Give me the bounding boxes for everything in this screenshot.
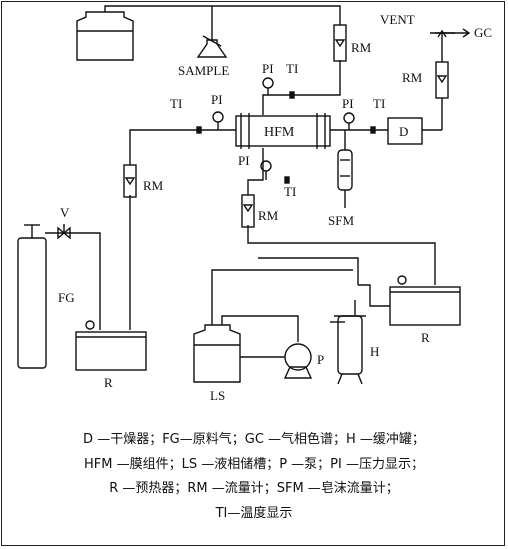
label-r: R (421, 330, 430, 345)
label-pi: PI (262, 61, 274, 76)
label-gc: GC (474, 25, 492, 40)
label-v: V (60, 205, 70, 220)
pi-gauge-icon (212, 111, 224, 123)
sfm-meter (337, 149, 353, 191)
heater-gauge-icon (397, 275, 407, 285)
sfm-bulb (337, 149, 353, 191)
pipe (104, 5, 341, 25)
label-p: P (317, 352, 324, 367)
rotameter-float (334, 39, 346, 48)
dryer-box (387, 117, 423, 145)
rotameter-left (123, 164, 137, 198)
heater-pipe (358, 284, 390, 307)
label-rm: RM (143, 178, 164, 193)
temperature-sensors (196, 91, 376, 184)
rotameter-float (436, 75, 448, 84)
piping (45, 5, 455, 342)
label-vent: VENT (380, 12, 415, 27)
legend-line: HFM —膜组件；LS —液相储槽；P —泵；PI —压力显示； (83, 456, 424, 472)
sample-flask (196, 35, 228, 58)
reservoir-body (76, 11, 134, 61)
label-ti: TI (373, 96, 385, 111)
legend-line: D —干燥器；FG—原料气；GC —气相色谱；H —缓冲罐； (83, 432, 425, 447)
rotameter-float (124, 177, 136, 186)
label-sfm: SFM (328, 213, 354, 228)
label-ti: TI (170, 96, 182, 111)
label-ls: LS (210, 388, 225, 403)
arrow-head-right (462, 28, 471, 38)
buffer-tank (334, 315, 366, 385)
ti-sensor-icon (289, 91, 295, 99)
rotameter-tube (123, 164, 137, 198)
pi-gauge-icon (262, 77, 274, 89)
rotameter-tube (435, 61, 449, 99)
top-reservoir (76, 11, 134, 61)
pipe (247, 148, 264, 195)
label-ti: TI (286, 61, 298, 76)
label-pi: PI (238, 153, 250, 168)
label-rm: RM (351, 40, 372, 55)
heater-body (75, 331, 147, 371)
pipe (129, 129, 236, 165)
legend-line: R —预热器；RM —流量计；SFM —皂沫流量计； (109, 481, 399, 496)
label-sample: SAMPLE (178, 63, 229, 78)
flask-shape (196, 39, 228, 58)
label-r: R (104, 375, 113, 390)
pump-icon (284, 343, 312, 371)
rotameter-tube (333, 24, 347, 62)
valve-icon (57, 226, 71, 240)
fg-cylinder (17, 224, 47, 369)
tank-body (193, 324, 241, 383)
label-d: D (399, 124, 408, 139)
heater-body (389, 286, 461, 326)
label-rm: RM (258, 208, 279, 223)
hfm-module (235, 113, 331, 149)
buffer-body (337, 315, 363, 375)
ls-tank (193, 324, 241, 383)
label-rm: RM (402, 70, 423, 85)
heater-right (358, 275, 461, 326)
diagram-labels: SAMPLE RM PI TI VENT GC RM TI PI PI TI H… (58, 12, 492, 403)
pipe (247, 225, 436, 285)
rotameter-float (242, 204, 254, 213)
pi-gauge-icon (343, 112, 355, 124)
label-h: H (370, 344, 379, 359)
ti-sensor-icon (196, 126, 202, 134)
rotameter-top (333, 24, 347, 62)
rotameter-right (435, 61, 449, 99)
ti-sensor-icon (370, 126, 376, 134)
pressure-gauges (212, 77, 355, 180)
valve-v (57, 224, 71, 240)
legend: D —干燥器；FG—原料气；GC —气相色谱；H —缓冲罐； HFM —膜组件；… (14, 428, 494, 526)
flask-neck-cross (202, 35, 222, 47)
label-fg: FG (58, 290, 75, 305)
buffer-leg (357, 373, 363, 385)
pump (240, 343, 313, 379)
legend-line: TI—温度显示 (215, 505, 293, 521)
arrow-head-up (437, 29, 447, 38)
pipe (258, 257, 359, 285)
pipe (211, 269, 353, 325)
rotameter-middle (241, 194, 255, 228)
pump-base (283, 366, 313, 379)
cylinder-body (17, 237, 47, 369)
label-pi: PI (342, 96, 354, 111)
vent-gc-arrows (430, 28, 471, 38)
pipe (262, 60, 341, 115)
rotameter-tube (241, 194, 255, 228)
pipe (441, 32, 455, 62)
heater-gauge-icon (85, 320, 95, 330)
label-ti: TI (284, 184, 296, 199)
hfm-body (235, 115, 331, 147)
label-pi: PI (211, 92, 223, 107)
pipe (45, 232, 101, 330)
buffer-leg (337, 373, 343, 385)
ti-sensor-icon (284, 176, 290, 184)
pipe (221, 315, 299, 342)
label-hfm: HFM (264, 125, 295, 140)
heater-left (75, 320, 147, 371)
